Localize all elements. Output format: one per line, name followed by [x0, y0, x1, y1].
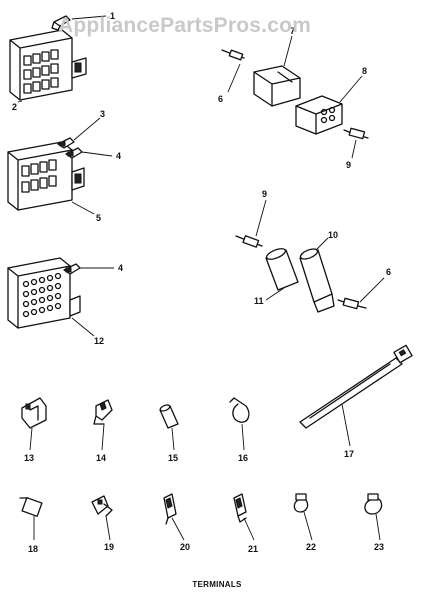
callout-4a: 4 [116, 151, 121, 161]
callout-23: 23 [374, 542, 384, 552]
terminal-13 [21, 397, 47, 429]
callout-22: 22 [306, 542, 316, 552]
callout-20: 20 [180, 542, 190, 552]
leader-21 [243, 517, 255, 541]
watermark: AppliancePartsPros.com [58, 14, 311, 37]
leader-8 [339, 75, 363, 103]
leader-3 [73, 117, 101, 141]
housing-8 [295, 95, 343, 135]
callout-9b: 9 [262, 189, 267, 199]
sleeve-11 [265, 248, 299, 291]
terminal-14 [93, 399, 113, 425]
leader-7 [283, 35, 293, 67]
leader-4a [81, 151, 113, 157]
callout-15: 15 [168, 453, 178, 463]
leader-9a [351, 139, 357, 159]
socket-terminal-9b [235, 235, 263, 248]
ferrule-15 [159, 404, 179, 429]
clip-22 [293, 493, 309, 513]
leader-6a [227, 63, 241, 93]
terminal-19 [91, 495, 113, 517]
leader-13 [29, 427, 33, 451]
socket-terminal-9a [343, 127, 369, 140]
diagram-caption: TERMINALS [192, 580, 242, 589]
callout-13: 13 [24, 453, 34, 463]
leader-19 [105, 515, 111, 541]
leader-11 [265, 287, 285, 301]
callout-8: 8 [362, 66, 367, 76]
leader-9b [255, 199, 267, 237]
terminal-3 [57, 137, 75, 149]
leader-1 [71, 15, 107, 20]
callout-10: 10 [328, 230, 338, 240]
callout-16: 16 [238, 453, 248, 463]
cable-tie-17 [299, 344, 413, 429]
callout-6b: 6 [386, 267, 391, 277]
leader-20 [171, 517, 185, 541]
terminal-20 [163, 493, 177, 525]
callout-14: 14 [96, 453, 106, 463]
terminal-21 [233, 493, 247, 523]
callout-11: 11 [254, 296, 264, 306]
callout-9a: 9 [346, 160, 351, 170]
clip-23 [364, 493, 383, 515]
leader-10 [315, 237, 329, 251]
leader-23 [375, 513, 381, 541]
leader-16 [241, 423, 245, 451]
leader-6b [359, 277, 385, 303]
callout-12: 12 [94, 336, 104, 346]
callout-3: 3 [100, 109, 105, 119]
connector-housing-2 [9, 29, 87, 101]
pin-terminal-6a [221, 49, 245, 61]
terminal-18 [19, 497, 43, 517]
callout-5: 5 [96, 213, 101, 223]
connector-housing-12 [7, 257, 81, 329]
leader-2 [17, 100, 23, 103]
pin-terminal-6b [337, 297, 367, 310]
leader-12 [71, 317, 95, 337]
callout-2: 2 [12, 102, 17, 112]
housing-7 [253, 65, 301, 107]
callout-4b: 4 [118, 263, 123, 273]
callout-21: 21 [248, 544, 258, 554]
terminal-1 [51, 15, 71, 31]
leader-22 [303, 511, 313, 541]
clip-16 [229, 397, 250, 423]
callout-7: 7 [290, 26, 295, 36]
callout-17: 17 [344, 449, 354, 459]
leader-14 [101, 423, 105, 451]
leader-17 [341, 403, 351, 447]
leader-15 [171, 427, 175, 451]
leader-5 [71, 201, 95, 215]
sleeve-10 [299, 248, 335, 313]
callout-6a: 6 [218, 94, 223, 104]
callout-18: 18 [28, 544, 38, 554]
callout-19: 19 [104, 542, 114, 552]
callout-1: 1 [110, 11, 115, 21]
